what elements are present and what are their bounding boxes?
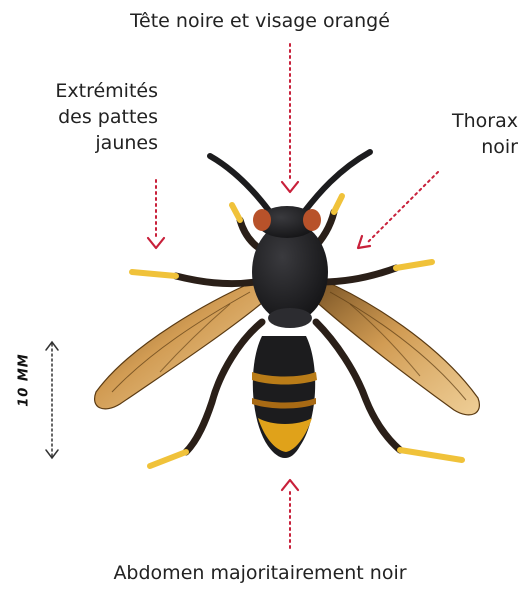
right-middle-leg: [322, 262, 432, 282]
left-antenna: [210, 156, 270, 212]
left-middle-leg: [132, 272, 256, 284]
double-arrow-icon: [46, 342, 58, 458]
abdomen: [252, 336, 317, 458]
thorax-pointer-line: [368, 172, 438, 242]
arrow-down-icon: [148, 238, 164, 248]
arrow-down-icon: [282, 182, 298, 192]
arrow-up-icon: [282, 480, 298, 490]
